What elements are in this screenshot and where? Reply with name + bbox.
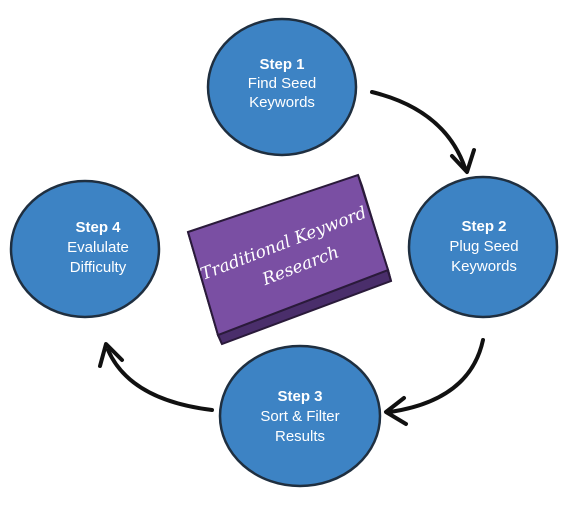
step-3-line-1: Sort & Filter [260,408,339,425]
step-3-title: Step 3 [277,388,322,405]
step-1-title: Step 1 [259,56,304,73]
step-2-line-2: Keywords [451,258,517,275]
step-3-node: Step 3 Sort & Filter Results [218,344,382,488]
step-2-line-1: Plug Seed [449,238,518,255]
center-box-top [186,173,390,337]
arrowhead-step2-to-step3 [384,396,408,426]
center-box: Traditional Keyword Research [186,173,393,346]
arrow-step1-to-step2 [370,90,467,170]
step-1-node: Step 1 Find Seed Keywords [206,17,358,157]
step-4-title: Step 4 [75,219,121,236]
step-4-line-2: Difficulty [70,259,127,276]
step-1-line-1: Find Seed [248,75,316,92]
step-2-circle [407,175,559,319]
step-1-line-2: Keywords [249,94,315,111]
step-4-node: Step 4 Evalulate Difficulty [9,179,161,319]
cycle-arrows [98,90,485,426]
step-4-circle [9,179,161,319]
arrow-step2-to-step3 [388,338,485,414]
step-4-line-1: Evalulate [67,239,129,256]
step-2-node: Step 2 Plug Seed Keywords [407,175,559,319]
arrow-step3-to-step4 [106,348,214,412]
arrowhead-step3-to-step4 [98,342,124,368]
step-3-circle [218,344,382,488]
step-2-title: Step 2 [461,218,506,235]
step-3-line-2: Results [275,428,325,445]
step-1-circle [206,17,358,157]
arrowhead-step1-to-step2 [450,148,476,174]
